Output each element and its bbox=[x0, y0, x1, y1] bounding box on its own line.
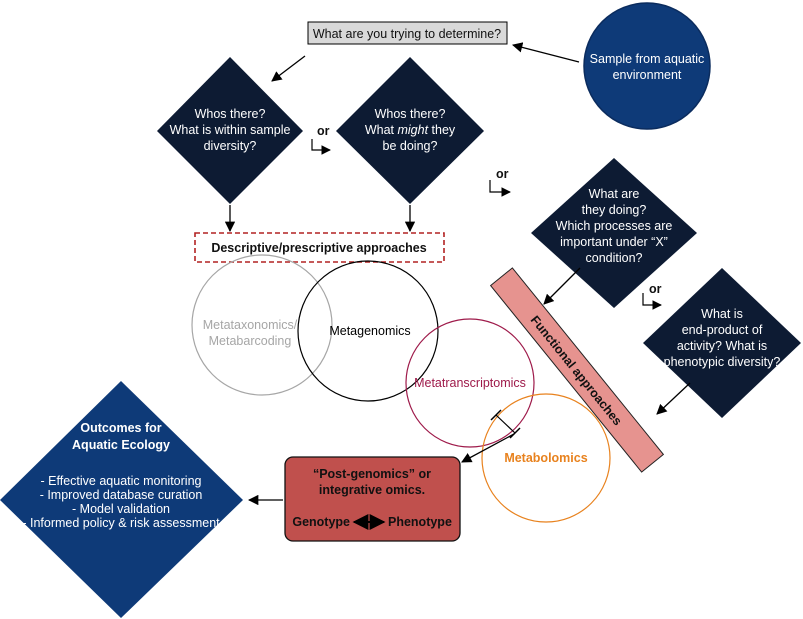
d1-line-1: Whos there? bbox=[195, 107, 266, 121]
arrow-d3-to-functional bbox=[543, 267, 581, 305]
circle-metatranscriptomics bbox=[405, 318, 535, 448]
d4-line-4: phenotypic diversity? bbox=[664, 355, 781, 369]
arrow-sample-to-header bbox=[511, 42, 580, 63]
phenotype-label: Phenotype bbox=[388, 515, 452, 529]
arrow-d4-to-functional bbox=[656, 382, 691, 415]
d4-line-3: activity? What is bbox=[677, 339, 767, 353]
descriptive-box bbox=[194, 232, 445, 263]
metataxonomics-line-1: Metataxonomics/ bbox=[203, 318, 298, 332]
outcomes-item-1: - Effective aquatic monitoring bbox=[41, 474, 202, 488]
d4-line-1: What is bbox=[701, 307, 743, 321]
d2-line-2: What might they bbox=[365, 123, 456, 137]
postgenomics-box bbox=[284, 456, 461, 542]
or-arrow-1 bbox=[311, 139, 331, 155]
diamond-whos-there-might bbox=[336, 57, 484, 204]
descriptive-box-text: Descriptive/prescriptive approaches bbox=[211, 241, 426, 255]
metatranscriptomics-label: Metatranscriptomics bbox=[414, 376, 526, 390]
outcomes-item-2: - Improved database curation bbox=[40, 488, 203, 502]
link-bar bbox=[490, 409, 521, 439]
header-box bbox=[307, 21, 508, 45]
or-arrow-2 bbox=[489, 180, 511, 197]
outcomes-title-1: Outcomes for bbox=[80, 421, 161, 435]
d3-line-3: Which processes are bbox=[556, 219, 673, 233]
arrow-header-to-d1 bbox=[271, 55, 306, 82]
d1-line-2: What is within sample bbox=[170, 123, 291, 137]
diamond-end-product bbox=[643, 268, 801, 418]
metataxonomics-line-2: Metabarcoding bbox=[209, 334, 292, 348]
circle-metataxonomics bbox=[191, 254, 333, 396]
postgenomics-line-2: integrative omics. bbox=[319, 483, 425, 497]
d2-line-3: be doing? bbox=[383, 139, 438, 153]
d2-line-1: Whos there? bbox=[375, 107, 446, 121]
header-box-text: What are you trying to determine? bbox=[313, 27, 501, 41]
circle-metabolomics bbox=[481, 393, 611, 523]
metabolomics-label: Metabolomics bbox=[504, 451, 587, 465]
or-label-2: or bbox=[496, 167, 509, 181]
or-arrow-3 bbox=[642, 293, 662, 310]
sample-circle-line-1: Sample from aquatic bbox=[590, 52, 705, 66]
diamond-what-are-they-doing bbox=[531, 158, 697, 308]
sample-circle-line-2: environment bbox=[613, 68, 682, 82]
d3-line-1: What are bbox=[589, 187, 640, 201]
d3-line-2: they doing? bbox=[582, 203, 647, 217]
d4-line-2: end-product of bbox=[682, 323, 763, 337]
outcomes-title-2: Aquatic Ecology bbox=[72, 438, 170, 452]
arrow-functional-to-postgenomics bbox=[461, 433, 515, 463]
sample-circle bbox=[583, 2, 711, 130]
outcomes-item-4: - Informed policy & risk assessment bbox=[22, 516, 220, 530]
circle-metagenomics bbox=[297, 260, 439, 402]
outcomes-item-3: - Model validation bbox=[72, 502, 170, 516]
metagenomics-label: Metagenomics bbox=[329, 324, 410, 338]
genotype-label: Genotype bbox=[292, 515, 350, 529]
d1-line-3: diversity? bbox=[204, 139, 257, 153]
or-label-1: or bbox=[317, 124, 330, 138]
postgenomics-line-1: “Post-genomics” or bbox=[313, 467, 431, 481]
functional-bar: Functional approaches bbox=[489, 267, 665, 473]
d3-line-5: condition? bbox=[586, 251, 643, 265]
outcomes-diamond bbox=[0, 381, 243, 618]
functional-bar-text: Functional approaches bbox=[528, 313, 625, 428]
d3-line-4: important under “X” bbox=[560, 235, 668, 249]
diamond-whos-there-diversity bbox=[157, 57, 303, 204]
or-label-3: or bbox=[649, 282, 662, 296]
